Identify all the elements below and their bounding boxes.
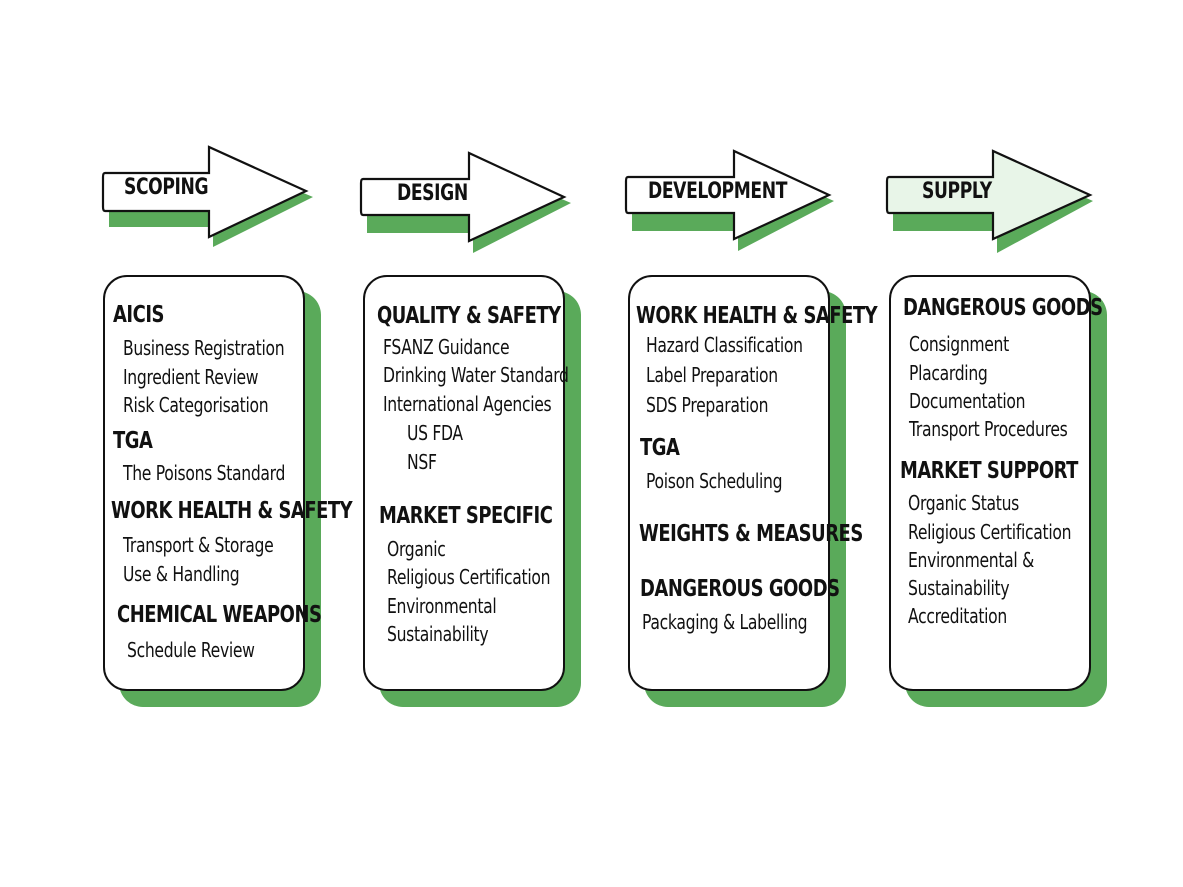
item: Organic Status — [908, 491, 1019, 515]
item: Sustainability — [908, 576, 1010, 600]
arrow-development-shape — [624, 149, 834, 251]
item: Organic — [387, 537, 446, 561]
item: Documentation — [909, 389, 1026, 413]
item: Placarding — [909, 361, 988, 385]
card-body: DANGEROUS GOODS Consignment Placarding D… — [889, 275, 1103, 691]
item: Ingredient Review — [123, 365, 259, 389]
card-body: WORK HEALTH & SAFETY Hazard Classificati… — [628, 275, 878, 691]
heading: AICIS — [113, 302, 164, 328]
item: Label Preparation — [646, 363, 778, 387]
heading: WORK HEALTH & SAFETY — [111, 498, 353, 524]
item: Schedule Review — [127, 638, 255, 662]
item: Packaging & Labelling — [642, 610, 808, 634]
heading: TGA — [113, 428, 153, 454]
item: Sustainability — [387, 622, 489, 646]
item: SDS Preparation — [646, 393, 769, 417]
item: Hazard Classification — [646, 333, 803, 357]
item: Consignment — [909, 332, 1009, 356]
card-supply: DANGEROUS GOODS Consignment Placarding D… — [889, 275, 1107, 707]
item: Use & Handling — [123, 562, 240, 586]
arrow-design: DESIGN — [359, 151, 571, 253]
card-design: QUALITY & SAFETY FSANZ Guidance Drinking… — [363, 275, 581, 707]
arrow-development: DEVELOPMENT — [624, 149, 836, 251]
arrow-supply-shape — [885, 149, 1093, 253]
item: Drinking Water Standard — [383, 363, 569, 387]
item: US FDA — [407, 421, 463, 445]
heading: DANGEROUS GOODS — [903, 295, 1103, 321]
arrow-design-shape — [359, 151, 571, 253]
card-body: AICIS Business Registration Ingredient R… — [103, 275, 353, 691]
heading: CHEMICAL WEAPONS — [117, 602, 322, 628]
arrow-label-supply: SUPPLY — [922, 179, 992, 204]
item: Poison Scheduling — [646, 469, 783, 493]
heading: QUALITY & SAFETY — [377, 303, 561, 329]
heading: DANGEROUS GOODS — [640, 576, 840, 602]
heading: WORK HEALTH & SAFETY — [636, 303, 878, 329]
arrow-label-development: DEVELOPMENT — [648, 179, 788, 204]
arrow-scoping-shape — [101, 145, 313, 247]
item: Environmental & — [908, 548, 1034, 572]
item: FSANZ Guidance — [383, 335, 510, 359]
item: Business Registration — [123, 336, 285, 360]
item: The Poisons Standard — [123, 461, 286, 485]
item: NSF — [407, 450, 437, 474]
card-body: QUALITY & SAFETY FSANZ Guidance Drinking… — [363, 275, 569, 691]
heading: MARKET SPECIFIC — [379, 503, 553, 529]
item: Transport Procedures — [909, 417, 1068, 441]
item: International Agencies — [383, 392, 552, 416]
item: Transport & Storage — [123, 533, 274, 557]
card-scoping: AICIS Business Registration Ingredient R… — [103, 275, 353, 707]
heading: MARKET SUPPORT — [900, 458, 1078, 484]
item: Religious Certification — [387, 565, 551, 589]
arrow-scoping: SCOPING — [101, 145, 313, 247]
item: Environmental — [387, 594, 497, 618]
arrow-label-design: DESIGN — [397, 181, 468, 206]
item: Risk Categorisation — [123, 393, 269, 417]
heading: WEIGHTS & MEASURES — [639, 521, 863, 547]
card-development: WORK HEALTH & SAFETY Hazard Classificati… — [628, 275, 878, 707]
item: Accreditation — [908, 604, 1007, 628]
arrow-supply: SUPPLY — [885, 149, 1097, 253]
item: Religious Certification — [908, 520, 1072, 544]
arrow-label-scoping: SCOPING — [124, 175, 209, 200]
heading: TGA — [640, 435, 680, 461]
